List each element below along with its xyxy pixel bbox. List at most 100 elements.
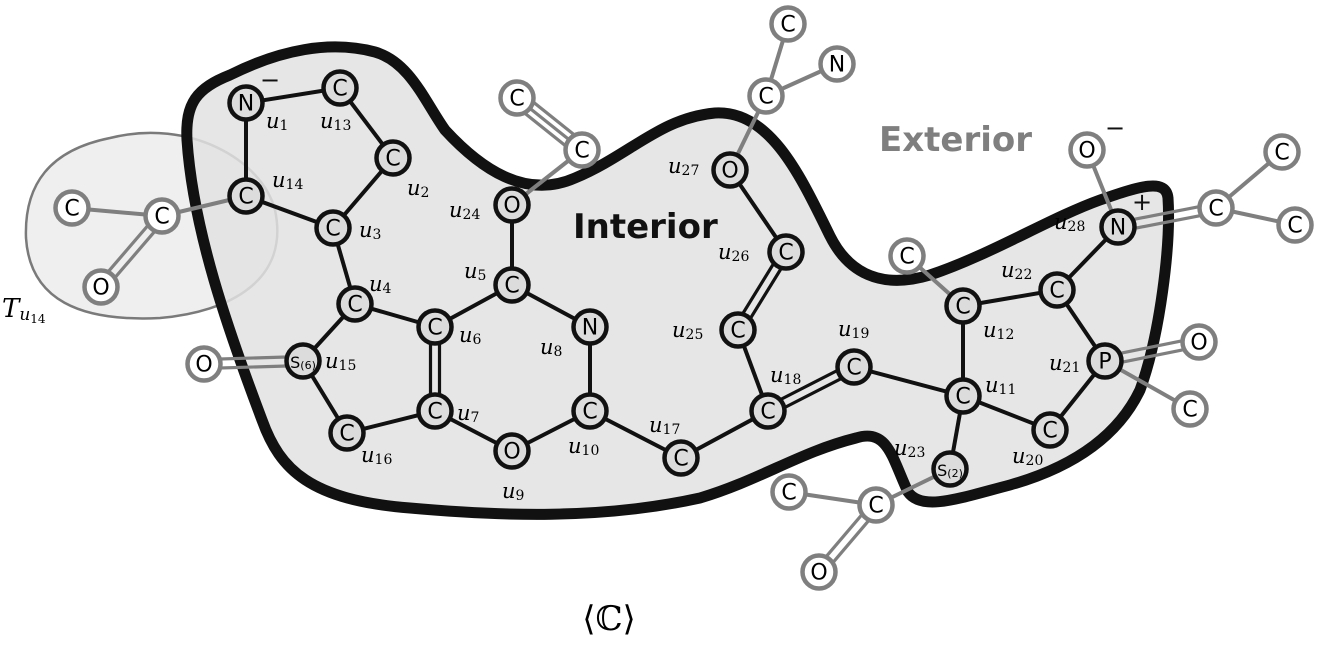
subtree-label-sub: u [19,305,30,325]
atom-symbol-u27: O [721,159,738,184]
atom-u2: Cu2 [374,139,429,201]
atom-circle-u13 [321,69,359,107]
atom-u8: Nu8 [540,308,609,360]
atom-symbol-x13: C [1287,214,1302,239]
atom-circle-x19 [800,553,838,591]
atom-symbol-u18: C [760,400,775,425]
label-u26: u26 [718,240,749,265]
label-u15: u15 [325,349,356,374]
atom-symbol-u3: C [325,217,340,242]
atom-u4: Cu4 [336,272,392,323]
atom-x10: O− [1068,114,1125,169]
atom-circle-u2 [374,139,412,177]
atom-circle-x17 [857,486,895,524]
atom-circle-u18 [749,392,787,430]
atom-symbol-x6: C [574,139,589,164]
subtree-label-main: T [2,294,21,324]
atom-symbol-u12: C [955,295,970,320]
atom-circle-u22 [1038,271,1076,309]
atom-circle-u21 [1086,342,1124,380]
atom-circle-x10 [1068,131,1106,169]
atom-circle-x2 [143,197,181,235]
atom-circle-x8 [769,5,807,43]
atom-x9: N [818,45,856,83]
atom-circle-u8 [571,308,609,346]
interior-label: Interior [573,207,718,247]
label-u12: u12 [983,318,1014,343]
atom-circle-u27 [711,151,749,189]
atom-circle-u6 [416,308,454,346]
atom-symbol-u19: C [846,356,861,381]
label-u4: u4 [369,272,392,297]
atom-symbol-u20: C [1042,419,1057,444]
atom-circle-u4 [336,285,374,323]
atom-u1: N−u1 [227,66,288,134]
atom-symbol-u15: S(6) [290,353,316,372]
atom-symbol-u16: C [339,422,354,447]
label-u11: u11 [985,373,1016,398]
atom-symbol-x15: O [1190,331,1207,356]
atom-x17: C [857,486,895,524]
atom-symbol-u8: N [582,316,598,341]
label-u2: u2 [407,176,429,201]
atom-x1: C [53,189,91,227]
atom-x16: C [1171,390,1209,428]
atom-symbol-x7: C [758,85,773,110]
atom-x5: C [498,79,536,117]
atom-symbol-u14: C [238,185,253,210]
atom-circle-x12 [1263,133,1301,171]
atom-symbol-x16: C [1182,398,1197,423]
atom-symbol-u5: C [504,274,519,299]
label-u7: u7 [457,401,479,426]
atom-circle-u9 [493,432,531,470]
atom-circle-u15 [284,342,322,380]
atom-x2: C [143,197,181,235]
atom-u15: S(6) u15 [284,342,356,380]
atom-symbol-x10: O [1078,139,1095,164]
atom-symbol-x2: C [154,205,169,230]
atom-symbol-u23: S(2) [937,461,963,480]
atom-circle-x15 [1180,323,1218,361]
subtree-label-subsub: 14 [30,312,46,326]
label-u1: u1 [266,109,288,134]
atom-symbol-u11: C [955,385,970,410]
atom-symbol-x5: C [509,87,524,112]
label-u22: u22 [1001,258,1032,283]
charge-x10: − [1105,114,1125,142]
label-u25: u25 [672,318,703,343]
atom-u23: S(2)u23 [894,436,969,488]
subtree-label: Tu14 [2,294,46,326]
atom-x6: C [563,131,601,169]
atom-symbol-u9: O [503,440,520,465]
atom-symbol-x12: C [1274,141,1289,166]
atom-circle-u14 [227,177,265,215]
atom-symbol-x14: C [899,245,914,270]
atom-circle-x5 [498,79,536,117]
atom-u28: N+u28 [1054,188,1152,246]
label-u21: u21 [1049,351,1080,376]
label-u28: u28 [1054,210,1085,235]
atom-symbol-x4: O [195,353,212,378]
atom-x19: O [800,553,838,591]
atom-symbol-u24: O [503,194,520,219]
atom-circle-x6 [563,131,601,169]
atom-x4: O [185,345,223,383]
atom-circle-u23 [931,450,969,488]
atom-circle-u24 [493,186,531,224]
atom-circle-u12 [944,287,982,325]
atom-circle-u20 [1031,411,1069,449]
atom-u5: Cu5 [464,259,531,304]
atom-x14: C [888,237,926,275]
atom-x12: C [1263,133,1301,171]
charge-u28: + [1132,188,1152,216]
